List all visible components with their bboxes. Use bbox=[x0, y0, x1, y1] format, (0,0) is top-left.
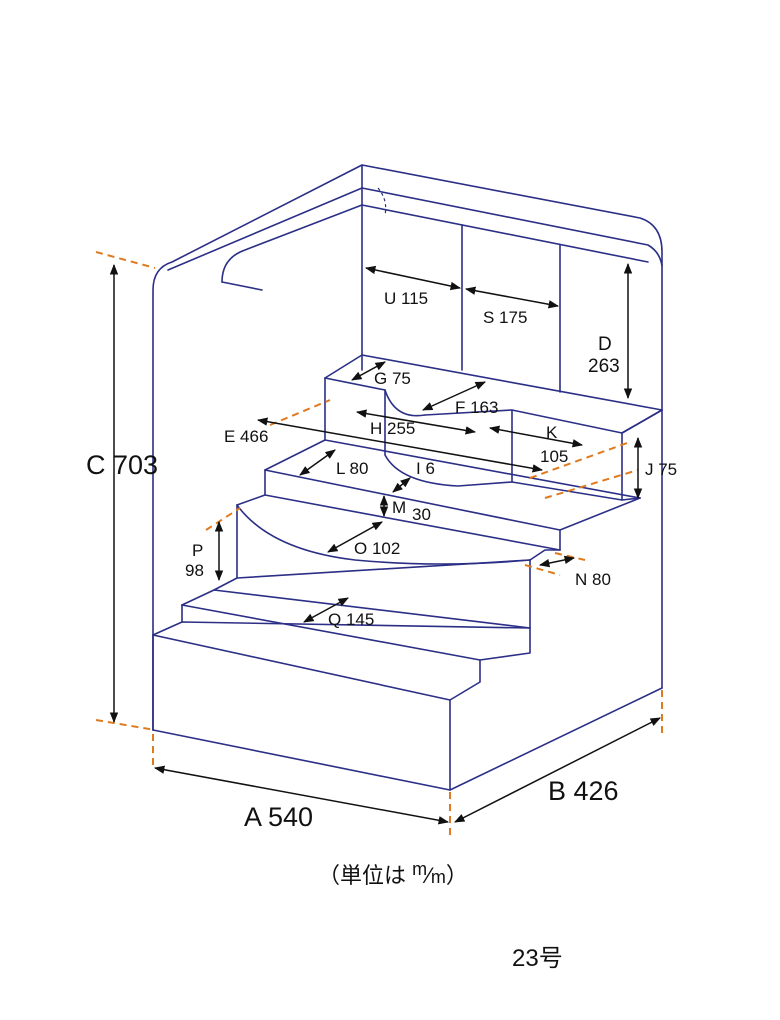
label-K-letter: K bbox=[546, 423, 558, 442]
arrow-A bbox=[153, 765, 450, 825]
guide-lines bbox=[95, 251, 663, 840]
label-U: U 115 bbox=[384, 289, 428, 308]
label-E: E 466 bbox=[224, 427, 268, 446]
unit-note-close: ） bbox=[445, 863, 468, 888]
dimension-labels: C 703 A 540 B 426 D 263 U 115 S 175 G 75… bbox=[86, 289, 677, 832]
arrow-G bbox=[351, 361, 386, 381]
label-O: O 102 bbox=[354, 539, 400, 558]
arrow-B bbox=[454, 717, 661, 823]
label-P-letter: P bbox=[192, 541, 203, 560]
arrow-N bbox=[538, 555, 576, 568]
label-F: F 163 bbox=[455, 398, 498, 417]
arrow-K bbox=[488, 425, 584, 448]
enclosure-outline bbox=[152, 164, 663, 791]
label-J: J 75 bbox=[645, 460, 677, 479]
label-D-value: 263 bbox=[588, 356, 620, 377]
label-I: I 6 bbox=[416, 459, 435, 478]
unit-note-num: m bbox=[412, 859, 428, 879]
model-number: 23号 bbox=[512, 945, 563, 972]
label-S: S 175 bbox=[483, 308, 527, 327]
label-H: H 255 bbox=[370, 419, 415, 438]
arrow-E bbox=[256, 417, 544, 473]
dimension-arrows bbox=[109, 262, 661, 825]
label-C: C 703 bbox=[86, 450, 158, 480]
arrow-U bbox=[364, 265, 462, 291]
arrow-F bbox=[422, 381, 486, 411]
label-K-value: 105 bbox=[540, 447, 568, 466]
unit-note-slash: ⁄ bbox=[427, 863, 431, 888]
unit-note-den: m bbox=[430, 867, 446, 887]
arrow-O bbox=[327, 521, 383, 553]
unit-note-open: （単位は bbox=[318, 863, 413, 888]
label-P-value: 98 bbox=[185, 561, 204, 580]
unit-note: （単位は m⁄m） bbox=[318, 858, 468, 890]
label-A: A 540 bbox=[244, 802, 313, 832]
arrow-I bbox=[392, 477, 411, 493]
label-N: N 80 bbox=[575, 570, 611, 589]
arrow-Q bbox=[303, 597, 349, 623]
arrow-S bbox=[464, 286, 560, 309]
label-L: L 80 bbox=[336, 459, 368, 478]
arrow-H bbox=[355, 409, 477, 435]
label-B: B 426 bbox=[548, 776, 619, 806]
label-D-letter: D bbox=[598, 334, 612, 355]
arrow-L bbox=[299, 449, 336, 476]
label-Q: Q 145 bbox=[328, 610, 374, 629]
label-M-letter: M bbox=[392, 498, 406, 517]
label-G: G 75 bbox=[374, 369, 411, 388]
label-M-value: 30 bbox=[412, 505, 431, 524]
